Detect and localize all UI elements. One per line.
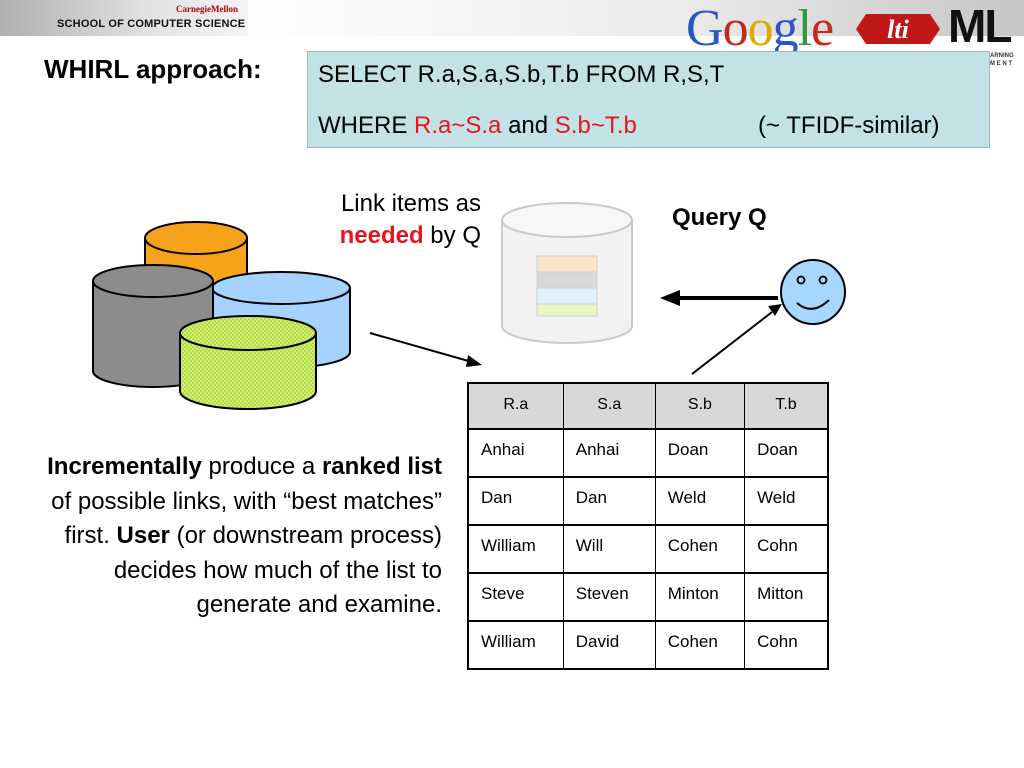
slide-title: WHIRL approach:	[44, 54, 262, 84]
description-paragraph: Incrementally produce a ranked list of p…	[47, 453, 442, 618]
table-cell: Weld	[744, 477, 829, 526]
google-logo: Google	[686, 0, 834, 57]
table-cell: William	[467, 525, 564, 574]
table-row: Dan Dan Weld Weld	[467, 477, 829, 526]
column-header: R.a	[467, 383, 564, 430]
ml-logo: ML	[948, 0, 1012, 52]
sql-where-line: WHERE R.a~S.a and S.b~T.b	[318, 112, 637, 140]
arrow-to-table	[369, 332, 482, 367]
table-header-row: R.a S.a S.b T.b	[467, 383, 829, 430]
table-cell: Cohen	[654, 621, 746, 670]
column-header: S.a	[562, 383, 656, 430]
table-cell: Dan	[467, 477, 564, 526]
school-label: SCHOOL OF COMPUTER SCIENCE	[57, 18, 246, 30]
table-row: Anhai Anhai Doan Doan	[467, 429, 829, 478]
table-cell: Will	[562, 525, 656, 574]
database-cylinder-green	[179, 315, 317, 410]
table-cell: Cohn	[744, 525, 829, 574]
column-header: S.b	[654, 383, 746, 430]
table-cell: Steven	[562, 573, 656, 622]
sql-box	[307, 51, 990, 148]
sql-select-line: SELECT R.a,S.a,S.b,T.b FROM R,S,T	[318, 61, 725, 88]
sql-condition-2: S.b~T.b	[554, 112, 637, 139]
table-cell: Dan	[562, 477, 656, 526]
table-cell: Mitton	[744, 573, 829, 622]
table-cell: Steve	[467, 573, 564, 622]
needed-word: needed	[339, 222, 424, 249]
table-cell: Anhai	[467, 429, 564, 478]
lti-logo: lti	[856, 14, 940, 44]
column-header: T.b	[744, 383, 829, 430]
cmu-logo: CarnegieMellon	[176, 4, 238, 14]
table-cell: Anhai	[562, 429, 656, 478]
arrow-query-to-database	[660, 290, 778, 306]
table-row: Steve Steven Minton Mitton	[467, 573, 829, 622]
sql-condition-1: R.a~S.a	[414, 112, 502, 139]
sql-and-keyword: and	[508, 112, 549, 139]
table-cell: Minton	[654, 573, 746, 622]
linked-results-table: R.a S.a S.b T.b Anhai Anhai Doan Doan Da…	[467, 382, 829, 670]
table-cell: Cohen	[654, 525, 746, 574]
table-row: William David Cohen Cohn	[467, 621, 829, 670]
table-cell: David	[562, 621, 656, 670]
sql-where-keyword: WHERE	[318, 112, 408, 139]
table-cell: Cohn	[744, 621, 829, 670]
table-cell: Doan	[744, 429, 829, 478]
query-label: Query Q	[672, 204, 767, 231]
sql-note: (~ TFIDF-similar)	[758, 112, 940, 139]
arrow-query-to-table	[691, 304, 782, 375]
table-cell: Weld	[654, 477, 746, 526]
svg-text:lti: lti	[887, 15, 909, 44]
ml-logo-subtext: ARNING M E N T	[990, 53, 1014, 67]
table-row: William Will Cohen Cohn	[467, 525, 829, 574]
table-cell: Doan	[654, 429, 746, 478]
table-cell: William	[467, 621, 564, 670]
user-smiley-icon	[780, 259, 846, 325]
virtual-database-cylinder	[501, 202, 633, 344]
header-band-left	[0, 0, 248, 36]
